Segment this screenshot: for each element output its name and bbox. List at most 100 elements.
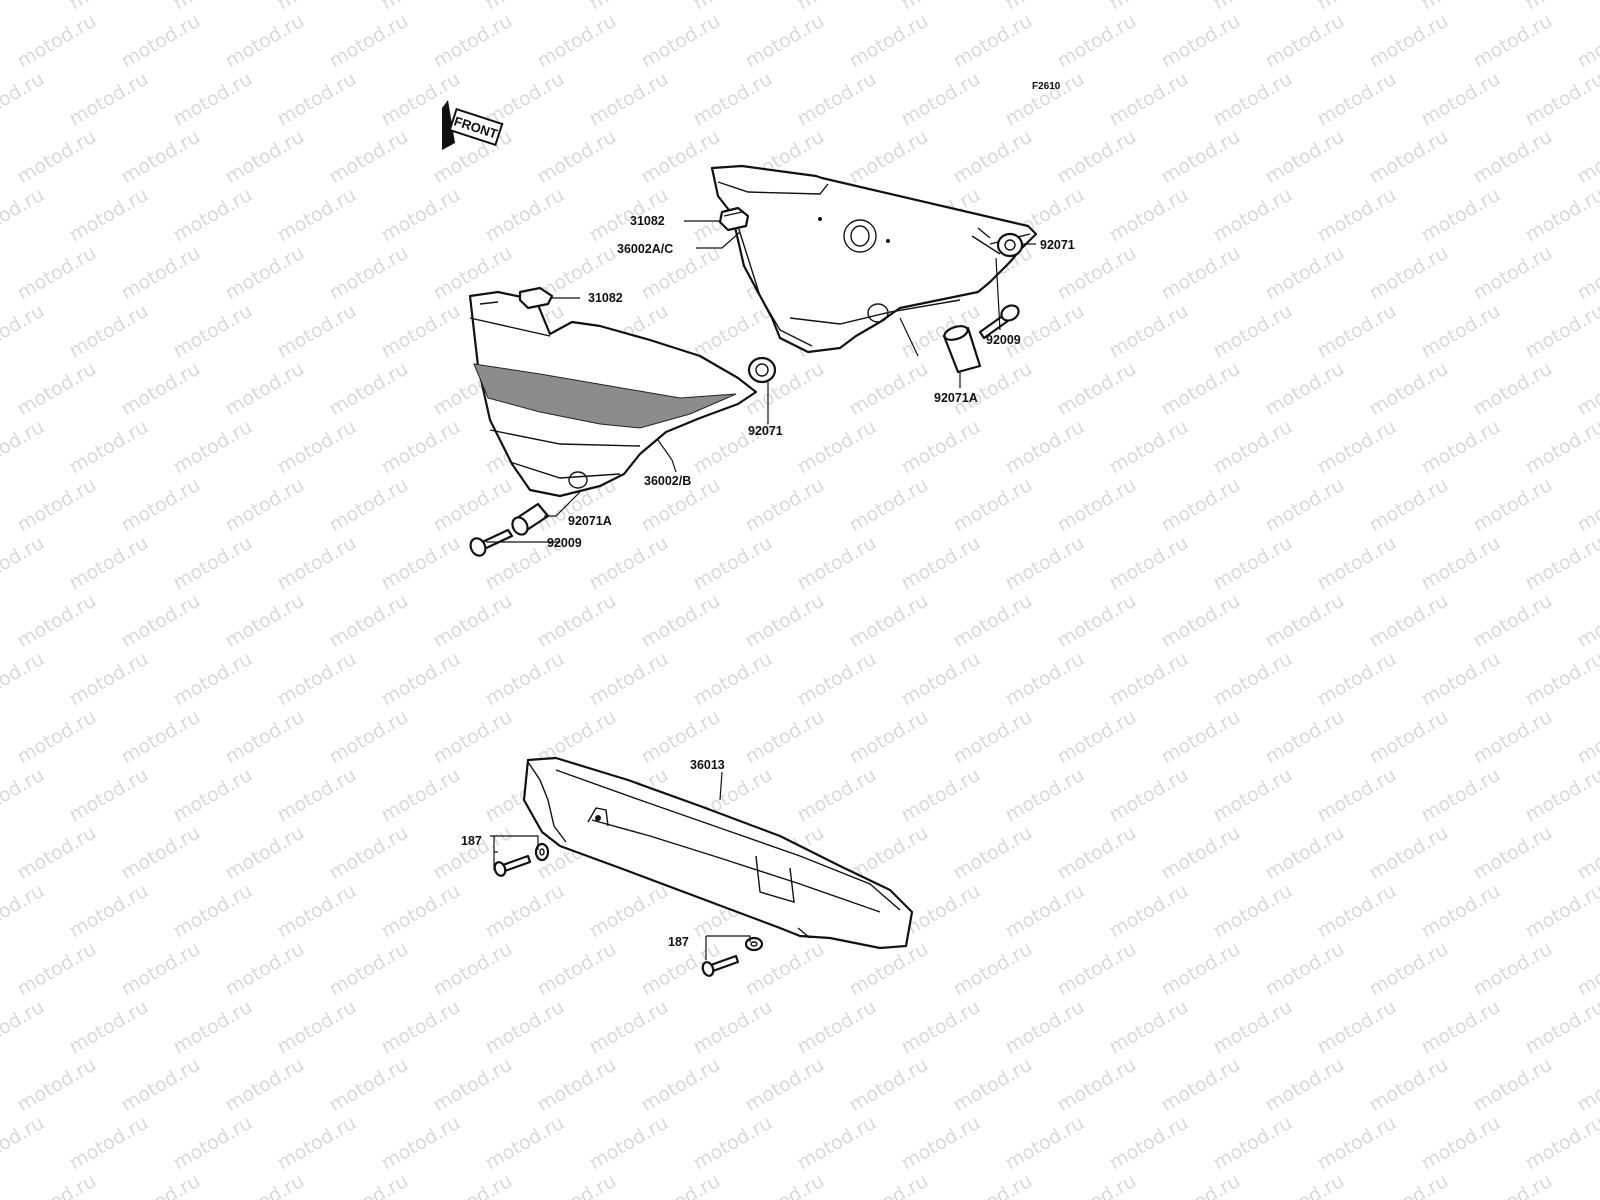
watermark-text: motod.ru [0,532,48,595]
watermark-text: motod.ru [14,126,100,189]
watermark-text: motod.ru [534,938,620,1001]
bolt-92009-right [978,304,1020,340]
watermark-text: motod.ru [1574,706,1600,769]
watermark-text: motod.ru [1262,242,1348,305]
watermark-text: motod.ru [1106,68,1192,131]
watermark-text: motod.ru [326,1170,412,1200]
watermark-text: motod.ru [1002,532,1088,595]
watermark-text: motod.ru [1418,0,1504,14]
watermark-text: motod.ru [326,358,412,421]
watermark-text: motod.ru [0,648,48,711]
watermark-text: motod.ru [846,358,932,421]
watermark-text: motod.ru [1470,126,1556,189]
watermark-text: motod.ru [1418,880,1504,943]
watermark-text: motod.ru [586,532,672,595]
watermark-text: motod.ru [1470,938,1556,1001]
screw-187-lower [701,936,764,977]
watermark-text: motod.ru [1002,996,1088,1059]
watermark-text: motod.ru [950,126,1036,189]
watermark-text: motod.ru [118,938,204,1001]
watermark-text: motod.ru [1522,184,1600,247]
watermark-text: motod.ru [222,358,308,421]
watermark-text: motod.ru [0,416,48,479]
watermark-text: motod.ru [1106,1112,1192,1175]
watermark-text: motod.ru [274,880,360,943]
watermark-text: motod.ru [1574,590,1600,653]
watermark-text: motod.ru [534,1054,620,1117]
watermark-text: motod.ru [430,1054,516,1117]
watermark-text: motod.ru [638,10,724,73]
watermark-text: motod.ru [430,10,516,73]
watermark-text: motod.ru [742,10,828,73]
watermark-text: motod.ru [1314,996,1400,1059]
watermark-text: motod.ru [66,184,152,247]
watermark-text: motod.ru [794,1112,880,1175]
watermark-text: motod.ru [690,1112,776,1175]
watermark-text: motod.ru [1210,300,1296,363]
watermark-text: motod.ru [378,648,464,711]
watermark-text: motod.ru [1470,822,1556,885]
watermark-text: motod.ru [1002,1112,1088,1175]
watermark-text: motod.ru [1210,0,1296,14]
watermark-text: motod.ru [170,0,256,14]
watermark-text: motod.ru [0,1112,48,1175]
watermark-text: motod.ru [742,706,828,769]
watermark-text: motod.ru [1106,880,1192,943]
callout-36002b: 36002/B [644,474,691,488]
watermark-text: motod.ru [378,880,464,943]
watermark-text: motod.ru [118,1054,204,1117]
watermark-text: motod.ru [66,532,152,595]
watermark-text: motod.ru [1522,532,1600,595]
watermark-text: motod.ru [222,1170,308,1200]
watermark-text: motod.ru [1470,706,1556,769]
watermark-text: motod.ru [170,764,256,827]
watermark-text: motod.ru [794,764,880,827]
callout-92071-right: 92071 [1040,238,1075,252]
watermark-text: motod.ru [1054,126,1140,189]
watermark-text: motod.ru [1314,300,1400,363]
watermark-text: motod.ru [66,648,152,711]
watermark-text: motod.ru [1522,996,1600,1059]
watermark-text: motod.ru [170,880,256,943]
callout-187-upper: 187 [461,834,482,848]
watermark-text: motod.ru [326,1054,412,1117]
watermark-text: motod.ru [326,706,412,769]
watermark-text: motod.ru [118,10,204,73]
watermark-text: motod.ru [66,1112,152,1175]
watermark-text: motod.ru [1158,822,1244,885]
watermark-text: motod.ru [378,184,464,247]
watermark-text: motod.ru [274,68,360,131]
watermark-text: motod.ru [1054,822,1140,885]
watermark-text: motod.ru [1106,300,1192,363]
watermark-text: motod.ru [534,1170,620,1200]
watermark-text: motod.ru [1002,416,1088,479]
watermark-text: motod.ru [482,184,568,247]
watermark-text: motod.ru [430,1170,516,1200]
watermark-text: motod.ru [742,590,828,653]
watermark-text: motod.ru [326,822,412,885]
watermark-text: motod.ru [1002,648,1088,711]
watermark-text: motod.ru [742,1054,828,1117]
watermark-text: motod.ru [1210,416,1296,479]
watermark-text: motod.ru [794,996,880,1059]
watermark-text: motod.ru [1574,474,1600,537]
watermark-text: motod.ru [534,126,620,189]
watermark-text: motod.ru [1366,10,1452,73]
watermark-text: motod.ru [0,880,48,943]
watermark-text: motod.ru [1470,242,1556,305]
watermark-text: motod.ru [222,1054,308,1117]
watermark-text: motod.ru [274,648,360,711]
watermark-text: motod.ru [1106,764,1192,827]
watermark-text: motod.ru [326,938,412,1001]
watermark-text: motod.ru [1522,416,1600,479]
watermark-text: motod.ru [950,474,1036,537]
watermark-text: motod.ru [1158,10,1244,73]
watermark-text: motod.ru [1210,648,1296,711]
watermark-text: motod.ru [274,1112,360,1175]
watermark-text: motod.ru [274,764,360,827]
watermark-text: motod.ru [586,996,672,1059]
watermark-text: motod.ru [222,474,308,537]
watermark-text: motod.ru [1418,532,1504,595]
watermark-text: motod.ru [1106,996,1192,1059]
